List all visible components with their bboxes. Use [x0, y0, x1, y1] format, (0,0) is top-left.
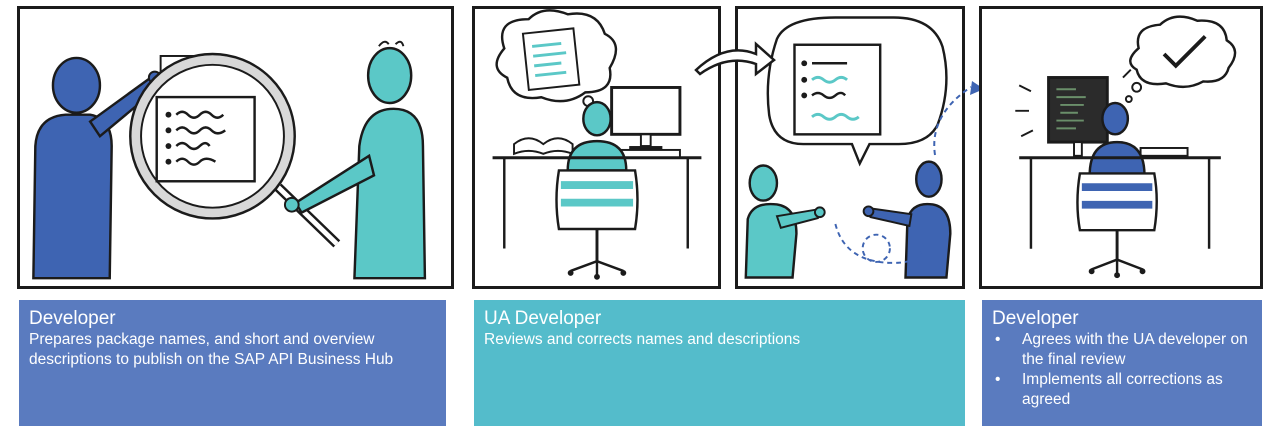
- panel-1-illustration: [32, 40, 427, 280]
- list-item-text: Implements all corrections as agreed: [1022, 371, 1223, 408]
- panel-2-illustration: [492, 9, 702, 280]
- person-icon: [283, 40, 427, 280]
- person-icon: [32, 56, 162, 280]
- thought-cloud-icon: [1124, 15, 1237, 103]
- panel-developer-prepares: [17, 6, 454, 289]
- panel-3-illustration: [744, 16, 952, 279]
- document-icon: [521, 27, 581, 92]
- bullet-marker: •: [995, 331, 1001, 348]
- desk-icon: [492, 156, 702, 249]
- panel-review-discussion: [735, 6, 965, 289]
- document-icon: [793, 43, 882, 136]
- caption-ua-developer-reviews: UA Developer Reviews and corrects names …: [474, 300, 965, 426]
- list-item-text: Agrees with the UA developer on the fina…: [1022, 331, 1248, 368]
- list-item: • Agrees with the UA developer on the fi…: [992, 330, 1252, 370]
- magnifier-icon: [129, 52, 341, 248]
- list-item: • Implements all corrections as agreed: [992, 370, 1252, 410]
- caption-developer-prepares: Developer Prepares package names, and sh…: [19, 300, 446, 426]
- caption-description: Prepares package names, and short and ov…: [29, 331, 394, 368]
- open-book-icon: [513, 137, 574, 156]
- person-icon: [862, 160, 952, 279]
- arrow-icon: [933, 81, 984, 156]
- caption-title: Developer: [29, 308, 116, 329]
- keyboard-icon: [1139, 147, 1189, 157]
- caption-developer-implements: Developer • Agrees with the UA developer…: [982, 300, 1262, 426]
- office-chair-icon: [555, 169, 639, 280]
- office-chair-icon: [1076, 172, 1158, 279]
- computer-monitor-icon: [1015, 68, 1132, 157]
- panel-4-illustration: [1015, 15, 1237, 279]
- bullet-marker: •: [995, 371, 1001, 388]
- panel-developer-implements: [979, 6, 1263, 289]
- caption-bullet-list: • Agrees with the UA developer on the fi…: [992, 330, 1252, 410]
- computer-monitor-icon: [610, 86, 682, 150]
- checkmark-icon: [1162, 33, 1207, 69]
- caption-title: Developer: [992, 308, 1079, 329]
- caption-description: Reviews and corrects names and descripti…: [484, 331, 801, 348]
- caption-title: UA Developer: [484, 308, 602, 329]
- desk-icon: [1019, 156, 1221, 249]
- panel-ua-developer-reviews: [472, 6, 721, 289]
- arrow-icon: [694, 41, 776, 77]
- person-icon: [566, 100, 628, 172]
- person-icon: [744, 164, 826, 279]
